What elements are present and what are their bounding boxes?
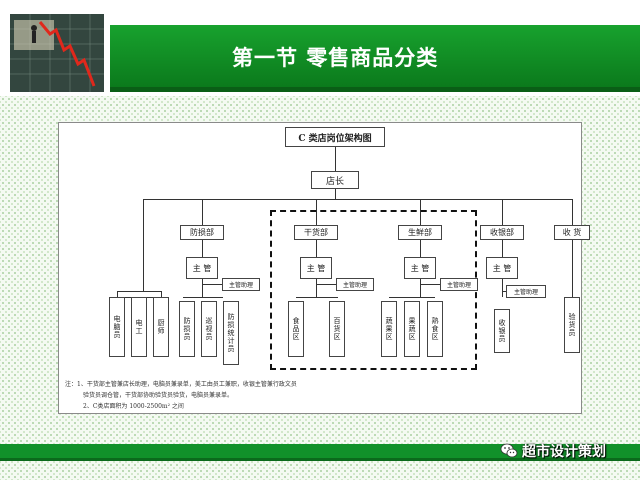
title-banner <box>110 25 640 87</box>
connector <box>420 279 421 297</box>
org-chart-figure: C 类店岗位架构图 店长 防损部 干货部 生鲜部 收银部 收 货 主 管 主 管… <box>58 122 590 414</box>
connector <box>572 199 573 225</box>
assistant-node: 主管助理 <box>506 285 546 298</box>
manager-node: 主 管 <box>300 257 332 279</box>
connector <box>420 239 421 257</box>
department-node: 防损部 <box>180 225 224 240</box>
watermark: 超市设计策划 <box>500 440 606 462</box>
connector <box>335 189 336 199</box>
connector <box>316 284 336 285</box>
leaf-node: 收银员 <box>494 309 510 353</box>
leaf-node: 巡视员 <box>201 301 217 357</box>
footnote-line: 注：1、干货部主管兼店长助理，电脑员兼录单，美工由员工兼职，收银主管兼行政文员 <box>65 381 297 388</box>
watermark-text: 超市设计策划 <box>522 444 606 460</box>
connector <box>117 291 161 292</box>
leaf-node: 食品区 <box>288 301 304 357</box>
footer-bar <box>0 444 640 458</box>
connector <box>502 291 506 292</box>
leaf-node: 蔬果区 <box>381 301 397 357</box>
connector <box>335 147 336 171</box>
leaf-node: 验货员 <box>564 297 580 353</box>
connector <box>502 199 503 225</box>
connector <box>316 279 317 297</box>
leaf-node: 厨师 <box>153 297 169 357</box>
leaf-node: 果蔬区 <box>404 301 420 357</box>
leaf-node: 熟食区 <box>427 301 443 357</box>
footnote-line: 验货员调仓管，干货部协助验货员验货，电脑员兼录单。 <box>83 392 234 399</box>
leaf-node: 防损员 <box>179 301 195 357</box>
connector <box>143 199 144 291</box>
connector <box>316 199 317 225</box>
connector <box>117 291 118 297</box>
department-node: 收 货 <box>554 225 590 240</box>
connector <box>202 279 203 297</box>
connector <box>316 239 317 257</box>
manager-node: 主 管 <box>486 257 518 279</box>
department-node: 生鲜部 <box>398 225 442 240</box>
manager-node: 主 管 <box>186 257 218 279</box>
connector <box>202 284 222 285</box>
leaf-node: 百货区 <box>329 301 345 357</box>
banner-shadow <box>110 87 640 92</box>
wechat-icon <box>500 443 518 458</box>
connector <box>296 297 338 298</box>
leaf-node: 电脑员 <box>109 297 125 357</box>
connector <box>161 291 162 297</box>
leaf-node: 电工 <box>131 297 147 357</box>
leaf-node: 防损统计员 <box>223 301 239 365</box>
stock-chart-thumbnail <box>10 14 104 92</box>
assistant-node: 主管助理 <box>336 278 374 291</box>
connector <box>572 239 573 297</box>
department-node: 收银部 <box>480 225 524 240</box>
root-node: 店长 <box>311 171 359 189</box>
connector <box>420 199 421 225</box>
connector <box>502 279 503 297</box>
footnote-line: 2、C类店面积为 1000-2500m² 之间 <box>83 403 184 410</box>
department-node: 干货部 <box>294 225 338 240</box>
header-area: 第一节 零售商品分类 <box>0 0 640 96</box>
connector <box>389 297 435 298</box>
connector <box>420 284 440 285</box>
footer-stripe <box>0 458 640 461</box>
page-title: 第一节 零售商品分类 <box>232 46 439 70</box>
connector <box>202 199 203 225</box>
connector <box>502 239 503 257</box>
connector <box>183 297 223 298</box>
assistant-node: 主管助理 <box>222 278 260 291</box>
assistant-node: 主管助理 <box>440 278 478 291</box>
manager-node: 主 管 <box>404 257 436 279</box>
connector <box>143 199 573 200</box>
falling-chart-icon <box>10 14 104 92</box>
connector <box>202 239 203 257</box>
diagram-title: C 类店岗位架构图 <box>285 127 385 147</box>
